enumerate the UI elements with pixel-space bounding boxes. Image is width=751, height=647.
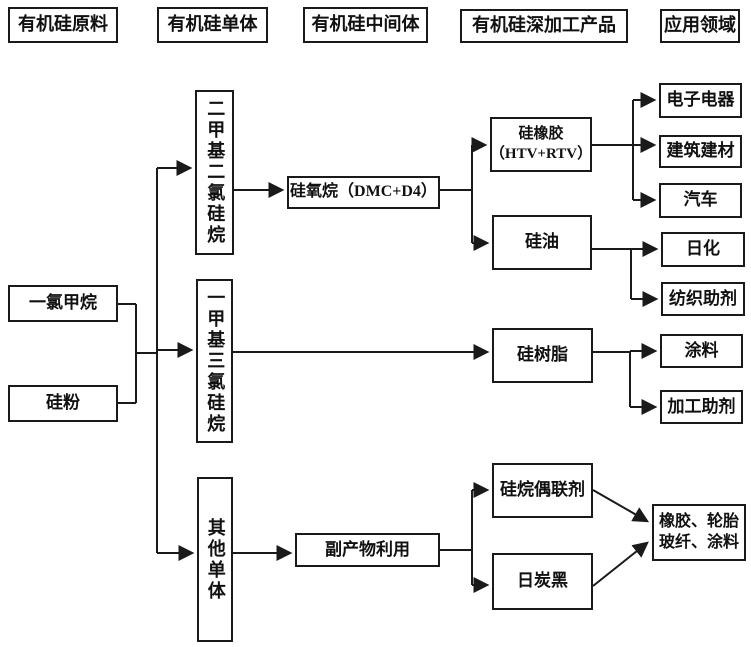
node-processing-aids: 加工助剂 <box>660 390 743 424</box>
node-methyltrichlorosilane: 一甲基三氯硅烷 <box>196 279 233 443</box>
node-byproduct-utilization: 副产物利用 <box>295 533 440 567</box>
node-silane-coupling-agent: 硅烷偶联剂 <box>492 463 593 518</box>
node-silicone-oil: 硅油 <box>492 215 592 270</box>
node-electronics: 电子电器 <box>659 83 742 118</box>
node-other-monomers: 其他单体 <box>197 477 233 642</box>
node-textile-auxiliaries: 纺织助剂 <box>661 282 745 316</box>
node-carbon-black: 日炭黑 <box>492 553 593 610</box>
node-rubber-tire-glass-coating: 橡胶、轮胎 玻纤、涂料 <box>652 504 746 561</box>
node-construction: 建筑建材 <box>659 135 742 168</box>
node-dimethyldichlorosilane: 二甲基二氯硅烷 <box>195 90 234 255</box>
node-silicon-powder: 硅粉 <box>8 385 118 422</box>
header-intermediates: 有机硅中间体 <box>303 7 428 43</box>
node-chloromethane: 一氯甲烷 <box>8 285 118 322</box>
node-daily-chemicals: 日化 <box>661 232 745 267</box>
header-deep-products: 有机硅深加工产品 <box>460 9 628 43</box>
header-applications: 应用领域 <box>660 9 740 43</box>
node-silicone-rubber: 硅橡胶 （HTV+RTV） <box>490 117 592 172</box>
node-siloxane: 硅氧烷（DMC+D4） <box>287 176 440 209</box>
header-monomers: 有机硅单体 <box>157 7 268 43</box>
node-automobile: 汽车 <box>659 183 742 218</box>
header-raw-materials: 有机硅原料 <box>8 7 118 43</box>
node-silicone-resin: 硅树脂 <box>492 328 593 383</box>
node-coatings: 涂料 <box>660 334 743 368</box>
